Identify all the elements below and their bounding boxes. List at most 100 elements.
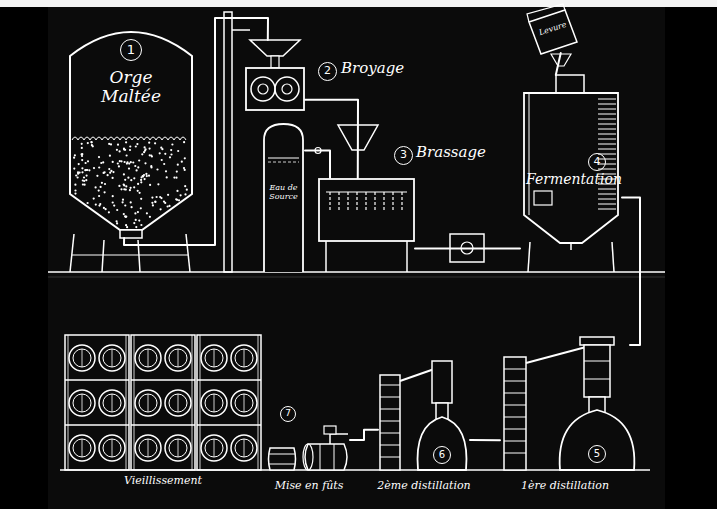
grain-dot bbox=[95, 186, 97, 188]
condenser-ring bbox=[504, 441, 526, 442]
step-number: 5 bbox=[588, 445, 606, 463]
grain-dot bbox=[166, 176, 168, 178]
grain-dot bbox=[116, 222, 118, 224]
grain-dot bbox=[120, 160, 122, 162]
grain-dot bbox=[140, 198, 142, 200]
grain-dot bbox=[134, 165, 136, 167]
barrel-end bbox=[201, 345, 227, 371]
grain-dot bbox=[112, 201, 114, 203]
grain-dot bbox=[109, 155, 111, 157]
grain-dot bbox=[85, 162, 87, 164]
grain-dot bbox=[171, 143, 173, 145]
grain-dot bbox=[184, 193, 186, 195]
grain-dot bbox=[140, 181, 142, 183]
pot-still bbox=[560, 410, 635, 470]
rake-tine bbox=[338, 192, 339, 212]
barrel-hoop bbox=[169, 349, 187, 367]
condenser-ring bbox=[504, 369, 526, 370]
barrel-hoop bbox=[103, 439, 121, 457]
barrel-stave bbox=[82, 394, 83, 412]
barrel-end bbox=[135, 345, 161, 371]
barrel-stave bbox=[112, 439, 113, 457]
vessel-hatching bbox=[598, 139, 616, 140]
condenser-ring bbox=[380, 421, 400, 422]
grain-dot bbox=[160, 208, 162, 210]
grain-dot bbox=[88, 169, 90, 171]
silo-brace bbox=[72, 255, 188, 256]
grain-dot bbox=[74, 193, 76, 195]
vessel-hatching bbox=[598, 129, 616, 130]
grain-dot bbox=[148, 142, 150, 144]
grain-dot bbox=[167, 205, 169, 207]
grain-dot bbox=[90, 141, 92, 143]
silo-leg bbox=[102, 240, 104, 272]
rake-tine bbox=[401, 192, 402, 212]
step-label: 1ère distillation bbox=[502, 480, 628, 492]
barrel-hoop bbox=[169, 439, 187, 457]
rack-frame bbox=[65, 335, 129, 470]
mash-tun-drawing bbox=[318, 178, 415, 272]
grain-dot bbox=[123, 147, 125, 149]
grain-dot bbox=[140, 179, 142, 181]
grain-dot bbox=[112, 171, 114, 173]
upright-cask bbox=[269, 448, 296, 470]
grain-dot bbox=[135, 145, 137, 147]
grain-dot bbox=[103, 172, 105, 174]
grain-dot bbox=[151, 155, 153, 157]
grain-dot bbox=[164, 153, 166, 155]
condenser bbox=[504, 357, 526, 470]
fermentation-vessel bbox=[524, 93, 618, 243]
barrel-stave bbox=[214, 439, 215, 457]
grain-dot bbox=[81, 153, 83, 155]
grain-dot bbox=[149, 216, 151, 218]
grain-dot bbox=[133, 222, 135, 224]
grain-dot bbox=[86, 175, 88, 177]
barrel-stave bbox=[214, 394, 215, 412]
step-number: 4 bbox=[588, 153, 606, 171]
grain-dot bbox=[101, 182, 103, 184]
vessel-hatching bbox=[598, 199, 616, 200]
cask-hoop bbox=[320, 444, 321, 470]
condenser-ring bbox=[504, 453, 526, 454]
board-background bbox=[48, 7, 665, 509]
barrel-end bbox=[165, 435, 191, 461]
grain-dot bbox=[123, 188, 125, 190]
grain-dot bbox=[87, 142, 89, 144]
step-label: Mise en fûts bbox=[264, 480, 354, 492]
grain-dot bbox=[116, 220, 118, 222]
pot-still bbox=[418, 417, 467, 470]
grain-dot bbox=[176, 171, 178, 173]
vessel-leg bbox=[528, 242, 530, 272]
malt-mill: 2Broyage bbox=[245, 40, 305, 112]
water-level bbox=[268, 162, 299, 163]
condenser-ring bbox=[504, 393, 526, 394]
still-cap bbox=[580, 337, 614, 345]
condenser-ring bbox=[380, 409, 400, 410]
column-band bbox=[584, 379, 610, 380]
grain-dot bbox=[87, 160, 89, 162]
mill-roller bbox=[251, 77, 275, 101]
grain-dot bbox=[181, 161, 183, 163]
grain-dot bbox=[132, 161, 134, 163]
barrel-end bbox=[99, 435, 125, 461]
pipe bbox=[305, 151, 330, 179]
grain-dot bbox=[107, 174, 109, 176]
grain-dot bbox=[124, 149, 126, 151]
grain-dot bbox=[177, 150, 179, 152]
step-number: 1 bbox=[120, 39, 142, 61]
barrel-end bbox=[135, 390, 161, 416]
grain-dot bbox=[73, 168, 75, 170]
step-number: 6 bbox=[433, 446, 451, 464]
grain-dot bbox=[125, 215, 127, 217]
grain-dot bbox=[129, 145, 131, 147]
vessel-hatching bbox=[598, 134, 616, 135]
grain-dot bbox=[123, 213, 125, 215]
grain-dot bbox=[134, 212, 136, 214]
vessel-hatching bbox=[598, 189, 616, 190]
grain-dot bbox=[87, 202, 89, 204]
grain-dot bbox=[163, 201, 165, 203]
barrel-stave bbox=[214, 349, 215, 367]
ageing-racks: Vieillissement bbox=[65, 335, 262, 470]
barrel-hoop bbox=[139, 439, 157, 457]
grain-dot bbox=[151, 197, 153, 199]
